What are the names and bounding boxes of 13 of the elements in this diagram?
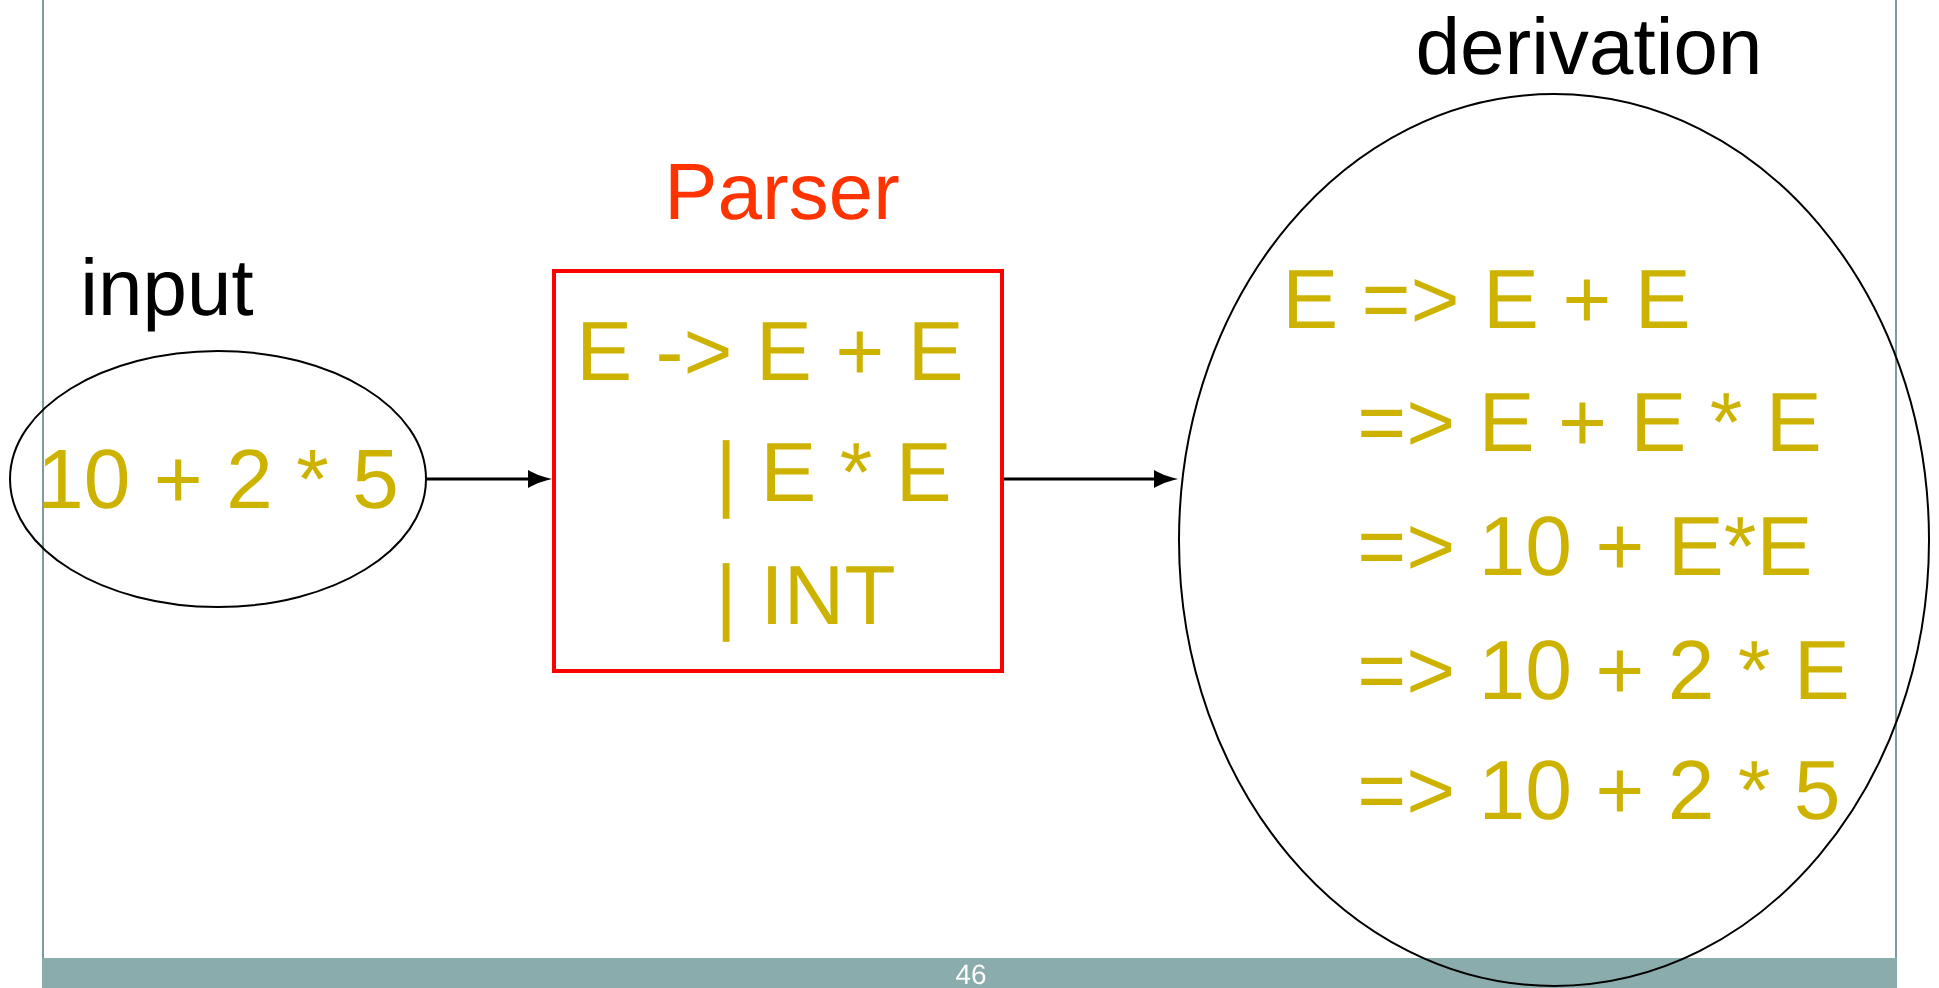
derivation-step: => 10 + E*E	[1361, 516, 1809, 576]
derivation-step: => 10 + 2 * 5	[1361, 760, 1838, 820]
heading-label: input	[85, 257, 254, 332]
derivation-step: => E + E * E	[1361, 393, 1819, 451]
derivation-step: E => E + E	[1289, 270, 1688, 328]
grammar-rule: | E * E	[722, 440, 949, 519]
page-number: 46	[956, 964, 986, 985]
grammar-rule: E -> E + E	[583, 322, 961, 380]
heading-label: derivation	[1418, 16, 1758, 75]
input-expression: 10 + 2 * 5	[43, 449, 396, 509]
heading-label: Parser	[670, 163, 899, 220]
derivation-step: => 10 + 2 * E	[1361, 640, 1847, 700]
grammar-rule: | INT	[722, 563, 894, 642]
